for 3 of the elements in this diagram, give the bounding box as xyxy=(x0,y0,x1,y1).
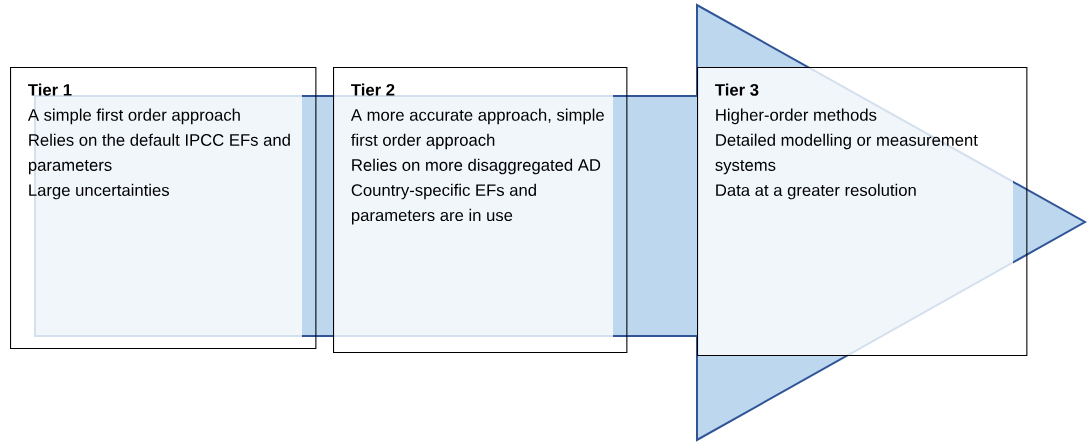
tier-box: Tier 1 A simple first order approach Relies on the default IPCC EFs and parameters Large uncertainties xyxy=(10,67,317,350)
tier-box: Tier 2 A more accurate approach, simple first order approach Relies on more disaggregated AD Country-specific EFs and parameters are in use xyxy=(333,67,628,354)
tier-box: Tier 3 Higher-order methods Detailed modelling or measurement systems Data at a greater resolution xyxy=(697,67,1028,357)
